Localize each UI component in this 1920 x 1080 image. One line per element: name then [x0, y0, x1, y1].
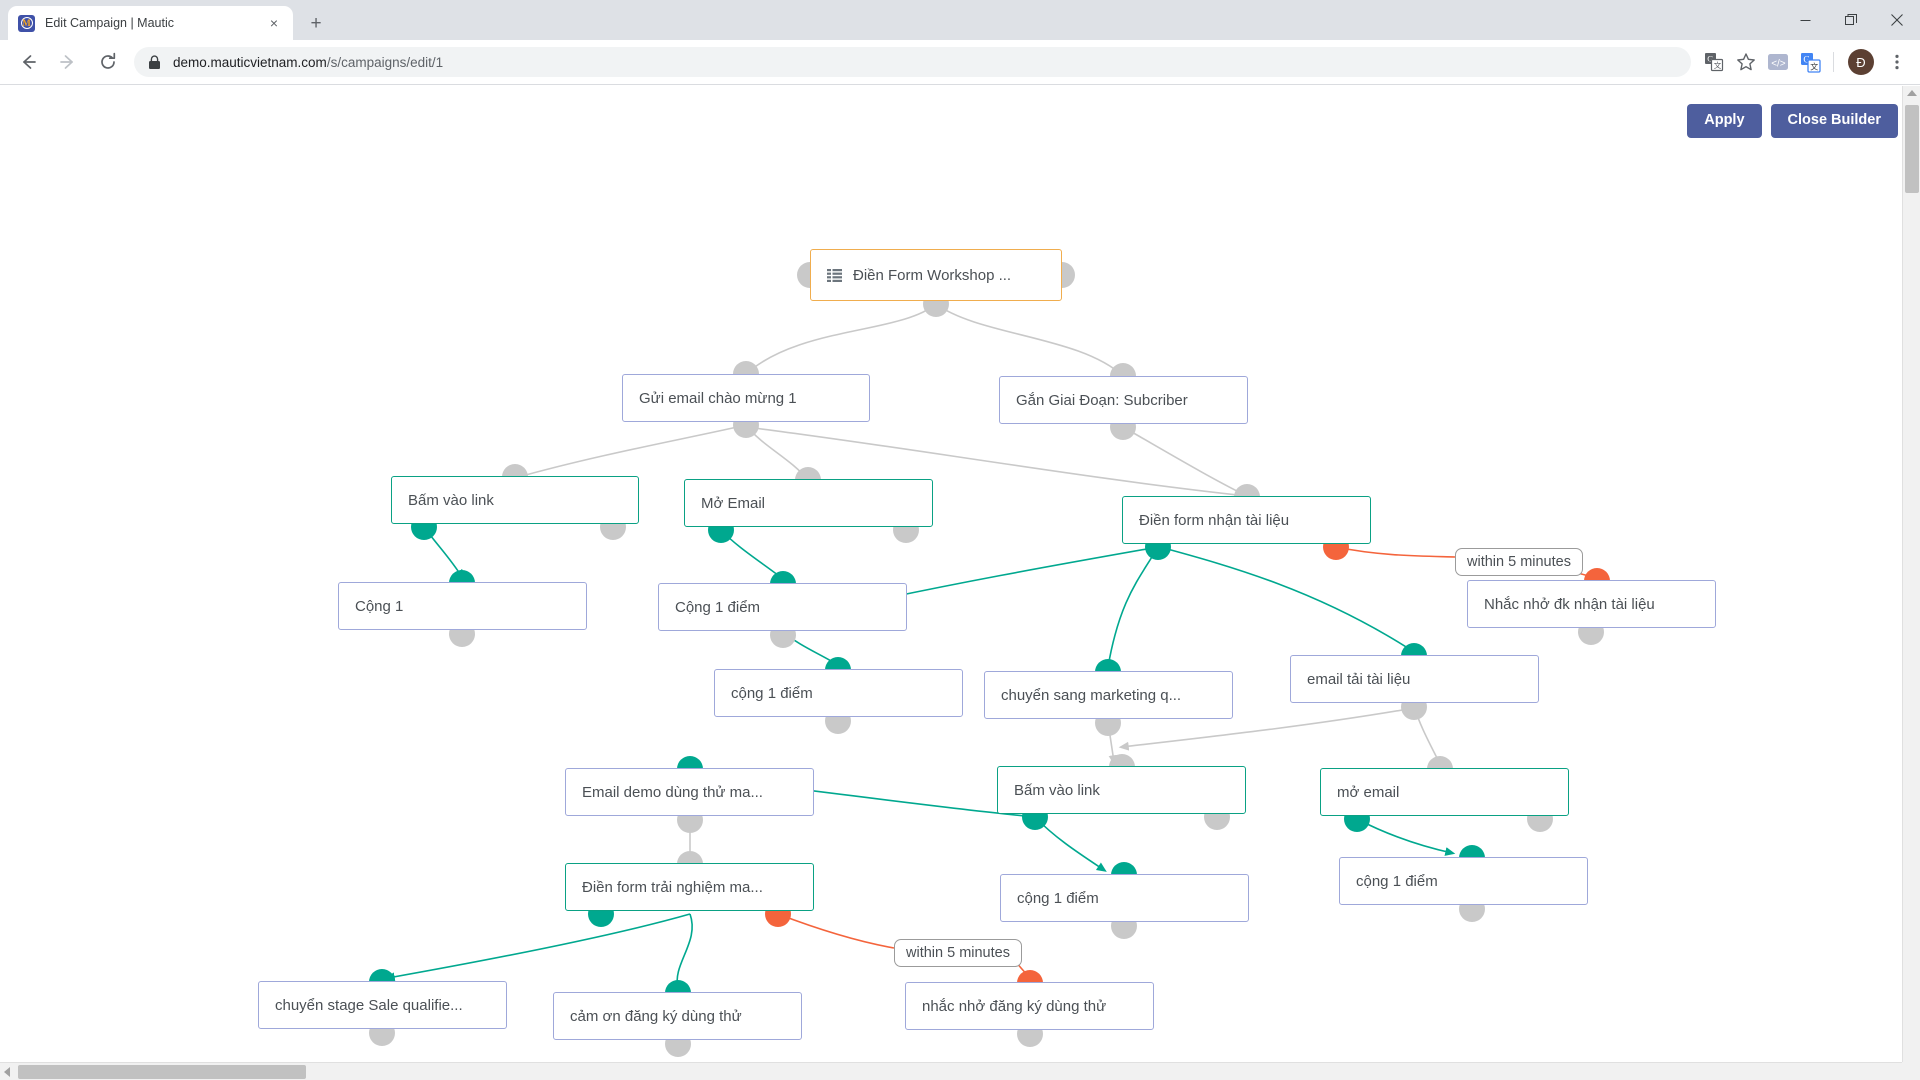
node-label: Nhắc nhở đk nhận tài liệu [1484, 595, 1655, 613]
new-tab-button[interactable]: + [310, 12, 322, 34]
kebab-menu-icon[interactable] [1882, 47, 1912, 77]
vertical-scroll-thumb[interactable] [1905, 105, 1919, 193]
campaign-node-decision[interactable]: Điền form nhận tài liệu [1122, 496, 1371, 544]
campaign-node-action[interactable]: nhắc nhở đăng ký dùng thử [905, 982, 1154, 1030]
campaign-node-action[interactable]: Email demo dùng thử ma... [565, 768, 814, 816]
back-button[interactable] [11, 45, 45, 79]
node-label: Gửi email chào mừng 1 [639, 389, 797, 407]
node-label: Bấm vào link [1014, 781, 1100, 799]
campaign-node-action[interactable]: cộng 1 điểm [1339, 857, 1588, 905]
campaign-node-action[interactable]: Nhắc nhở đk nhận tài liệu [1467, 580, 1716, 628]
flow-edges [384, 303, 1598, 992]
campaign-node-action[interactable]: Cộng 1 điểm [658, 583, 907, 631]
node-label: Điền form nhận tài liệu [1139, 511, 1290, 529]
url-text: demo.mauticvietnam.com/s/campaigns/edit/… [173, 55, 443, 70]
campaign-node-action[interactable]: Gắn Giai Đoạn: Subcriber [999, 376, 1248, 424]
url-path: /s/campaigns/edit/1 [326, 54, 444, 70]
vertical-scrollbar[interactable] [1902, 86, 1920, 1062]
node-label: chuyển stage Sale qualifie... [275, 996, 463, 1014]
google-translate-extension-icon[interactable]: G 文 [1795, 47, 1825, 77]
scroll-up-arrow-icon[interactable] [1906, 90, 1917, 96]
list-icon [827, 268, 842, 282]
campaign-node-decision[interactable]: Mở Email [684, 479, 933, 527]
node-label: mở email [1337, 783, 1400, 801]
node-label: cảm ơn đăng ký dùng thử [570, 1007, 742, 1025]
scrollbar-corner [1902, 1062, 1920, 1080]
tab-title: Edit Campaign | Mautic [45, 16, 174, 30]
campaign-node-source[interactable]: Điền Form Workshop ... [810, 249, 1062, 301]
toolbar-divider [1833, 52, 1834, 72]
minimize-button[interactable] [1782, 0, 1828, 40]
campaign-node-decision[interactable]: Điền form trải nghiệm ma... [565, 863, 814, 911]
scroll-left-arrow-icon[interactable] [4, 1066, 10, 1077]
code-devtools-icon[interactable]: </> [1763, 47, 1793, 77]
campaign-node-action[interactable]: Gửi email chào mừng 1 [622, 374, 870, 422]
browser-tab[interactable]: M Edit Campaign | Mautic × [8, 6, 293, 40]
campaign-node-decision[interactable]: Bấm vào link [997, 766, 1246, 814]
node-label: Cộng 1 điểm [675, 598, 761, 616]
forward-button [51, 45, 85, 79]
tab-close-icon[interactable]: × [269, 15, 279, 31]
node-label: Mở Email [701, 494, 766, 512]
campaign-node-action[interactable]: chuyển sang marketing q... [984, 671, 1233, 719]
horizontal-scrollbar[interactable] [0, 1062, 1902, 1080]
campaign-node-action[interactable]: chuyển stage Sale qualifie... [258, 981, 507, 1029]
page-content: Apply Close Builder [0, 86, 1920, 1080]
reload-button[interactable] [91, 45, 125, 79]
node-label: Điền Form Workshop ... [853, 266, 1012, 284]
campaign-node-action[interactable]: Cộng 1 [338, 582, 587, 630]
edge-label-text: within 5 minutes [1467, 554, 1571, 570]
node-label: Email demo dùng thử ma... [582, 783, 763, 801]
builder-actions: Apply Close Builder [1687, 104, 1898, 138]
close-window-button[interactable] [1874, 0, 1920, 40]
edge-label-text: within 5 minutes [906, 945, 1010, 961]
node-label: Điền form trải nghiệm ma... [582, 878, 763, 896]
bookmark-star-icon[interactable] [1731, 47, 1761, 77]
tab-strip: M Edit Campaign | Mautic × + [0, 0, 1920, 40]
google-translate-icon[interactable]: G 文 [1699, 47, 1729, 77]
apply-button[interactable]: Apply [1687, 104, 1762, 138]
edge-label-within-5-minutes[interactable]: within 5 minutes [1455, 548, 1583, 576]
mautic-favicon-icon: M [18, 14, 35, 32]
profile-avatar[interactable]: Đ [1848, 49, 1874, 75]
node-label: cộng 1 điểm [1017, 889, 1099, 907]
campaign-node-decision[interactable]: Bấm vào link [391, 476, 639, 524]
svg-text:G: G [1803, 54, 1810, 64]
campaign-node-action[interactable]: cộng 1 điểm [714, 669, 963, 717]
svg-text:G: G [1707, 54, 1713, 64]
url-host: demo.mauticvietnam.com [173, 54, 327, 70]
node-label: cộng 1 điểm [731, 684, 813, 702]
maximize-restore-button[interactable] [1828, 0, 1874, 40]
campaign-node-decision[interactable]: mở email [1320, 768, 1569, 816]
toolbar-right: G 文 </> G 文 [1699, 47, 1912, 77]
node-label: Gắn Giai Đoạn: Subcriber [1016, 391, 1188, 409]
campaign-node-action[interactable]: email tải tài liệu [1290, 655, 1539, 703]
node-label: Cộng 1 [355, 597, 404, 615]
window-controls [1782, 0, 1920, 40]
lock-icon [148, 54, 161, 70]
favicon-letter: M [22, 17, 31, 28]
address-bar[interactable]: demo.mauticvietnam.com/s/campaigns/edit/… [134, 47, 1691, 77]
campaign-flow: Điền Form Workshop ... Gửi email chào mừ… [0, 86, 1902, 1062]
campaign-node-action[interactable]: cộng 1 điểm [1000, 874, 1249, 922]
campaign-canvas[interactable]: Điền Form Workshop ... Gửi email chào mừ… [0, 86, 1902, 1062]
node-label: email tải tài liệu [1307, 670, 1411, 688]
horizontal-scroll-thumb[interactable] [18, 1065, 306, 1079]
campaign-node-action[interactable]: cảm ơn đăng ký dùng thử [553, 992, 802, 1040]
node-label: cộng 1 điểm [1356, 872, 1438, 890]
svg-text:文: 文 [1810, 61, 1818, 71]
svg-text:文: 文 [1714, 60, 1722, 70]
edge-label-within-5-minutes[interactable]: within 5 minutes [894, 939, 1022, 967]
node-label: chuyển sang marketing q... [1001, 686, 1182, 704]
node-label: nhắc nhở đăng ký dùng thử [922, 997, 1107, 1015]
browser-toolbar: demo.mauticvietnam.com/s/campaigns/edit/… [0, 40, 1920, 85]
close-builder-button[interactable]: Close Builder [1770, 104, 1898, 138]
svg-text:</>: </> [1771, 58, 1786, 69]
node-label: Bấm vào link [408, 491, 494, 509]
